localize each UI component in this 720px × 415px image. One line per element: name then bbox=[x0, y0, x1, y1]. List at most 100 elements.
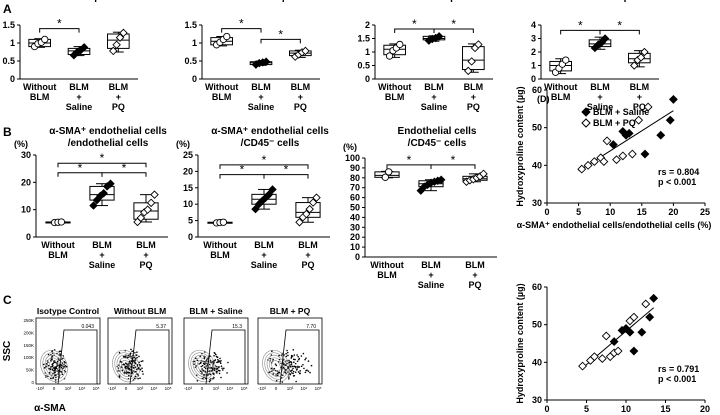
flow-event bbox=[136, 351, 138, 353]
data-point bbox=[599, 157, 609, 167]
flow-event bbox=[292, 349, 295, 351]
flow-x-tick-label: 0 bbox=[125, 386, 128, 391]
flow-event bbox=[129, 352, 132, 355]
flow-event bbox=[287, 371, 289, 373]
flow-event bbox=[134, 375, 137, 378]
flow-event bbox=[300, 365, 303, 368]
y-tick-label: 0 bbox=[192, 74, 197, 84]
flow-contour bbox=[121, 360, 131, 372]
flow-event bbox=[219, 361, 221, 363]
flow-event bbox=[128, 360, 131, 363]
chart-title: Fibronectin/ β-actin bbox=[564, 0, 657, 3]
flow-event bbox=[300, 355, 303, 357]
flow-x-tick-label: 10⁵ bbox=[93, 386, 100, 391]
flow-event bbox=[51, 368, 54, 371]
data-point bbox=[106, 179, 115, 188]
flow-event bbox=[285, 352, 287, 355]
flow-x-tick-label: 10⁴ bbox=[227, 386, 234, 391]
flow-event bbox=[142, 373, 144, 375]
flow-event bbox=[201, 364, 204, 367]
x-tick-label: + bbox=[99, 250, 104, 260]
flow-event bbox=[218, 372, 221, 375]
flow-event bbox=[196, 359, 199, 362]
flow-event bbox=[135, 354, 138, 356]
flow-contour bbox=[271, 360, 281, 372]
flow-event bbox=[218, 366, 220, 369]
flow-event bbox=[131, 350, 133, 353]
flow-event bbox=[214, 359, 216, 362]
x-tick-label: + bbox=[143, 250, 148, 260]
flow-x-tick-label: 0 bbox=[53, 386, 56, 391]
x-tick-label: + bbox=[597, 92, 602, 102]
flow-event bbox=[50, 358, 53, 361]
flow-event bbox=[276, 374, 279, 377]
y-tick-label: 100 bbox=[345, 153, 360, 163]
x-tick-label: BLM bbox=[291, 82, 311, 92]
flow-event bbox=[124, 355, 127, 358]
x-tick-label: Saline bbox=[251, 260, 278, 270]
flow-gate-value: 0.043 bbox=[81, 324, 94, 330]
flow-event bbox=[295, 380, 297, 383]
flow-event bbox=[209, 373, 212, 376]
significance-star: * bbox=[412, 17, 417, 31]
box-chart-A4: Fibronectin/ β-actin01234WithoutBLMBLM+S… bbox=[531, 0, 659, 112]
flow-event bbox=[121, 369, 124, 372]
data-point bbox=[150, 190, 159, 199]
box-chart-A3: COL1A1/ β-actin00.511.52WithoutBLMBLM+Sa… bbox=[357, 0, 493, 112]
flow-event bbox=[299, 370, 302, 372]
x-tick-label: Saline bbox=[418, 280, 445, 290]
y-tick-label: 0.5 bbox=[184, 56, 197, 66]
y-tick-label: 0 bbox=[10, 74, 15, 84]
x-tick-label: BLM bbox=[551, 92, 571, 102]
y-tick-label: 0 bbox=[26, 232, 31, 242]
flow-event bbox=[141, 360, 144, 362]
x-tick-label: BLM bbox=[421, 260, 441, 270]
flow-y-tick-label: 150K bbox=[23, 343, 34, 348]
x-tick-label: Saline bbox=[248, 102, 275, 112]
flow-event bbox=[284, 371, 287, 374]
flow-event bbox=[132, 370, 134, 372]
flow-event bbox=[134, 361, 136, 364]
data-point bbox=[602, 136, 612, 146]
data-point bbox=[79, 43, 89, 52]
flow-contour bbox=[264, 352, 288, 380]
x-tick-label: BLM bbox=[377, 270, 397, 280]
flow-x-tick-label: 10⁵ bbox=[241, 386, 248, 391]
flow-event bbox=[133, 377, 136, 380]
significance-bracket bbox=[263, 174, 309, 179]
x-tick-label: PQ bbox=[301, 260, 314, 270]
flow-event bbox=[51, 363, 54, 366]
flow-contour bbox=[190, 352, 214, 380]
data-point bbox=[302, 209, 311, 219]
flow-contour bbox=[197, 360, 207, 372]
data-point bbox=[641, 299, 651, 309]
data-point bbox=[656, 130, 666, 140]
flow-event bbox=[271, 350, 273, 352]
x-tick-label: Saline bbox=[89, 260, 116, 270]
flow-event bbox=[117, 370, 119, 372]
x-tick-label: 0 bbox=[544, 404, 549, 414]
x-tick-label: BLM bbox=[254, 240, 274, 250]
box bbox=[628, 52, 651, 64]
y-tick-label: 0 bbox=[365, 74, 370, 84]
y-axis-label: Hydroxyproline content (µg) bbox=[515, 283, 525, 403]
flow-event bbox=[208, 370, 211, 372]
flow-event bbox=[220, 359, 222, 362]
x-tick-label: 5 bbox=[576, 207, 581, 217]
data-point bbox=[41, 35, 49, 44]
flow-contour bbox=[112, 349, 140, 383]
significance-star: * bbox=[451, 17, 456, 31]
flow-event bbox=[298, 366, 301, 368]
chart-title: /endothelial cells bbox=[68, 138, 149, 149]
significance-bracket bbox=[221, 28, 262, 33]
data-point bbox=[295, 218, 304, 227]
flow-plot-title: BLM + Saline bbox=[189, 306, 242, 316]
data-point bbox=[608, 140, 618, 150]
data-point bbox=[143, 205, 152, 214]
flow-event bbox=[128, 365, 130, 367]
flow-event bbox=[208, 380, 211, 383]
flow-event bbox=[286, 351, 289, 354]
flow-event bbox=[134, 370, 137, 373]
flow-event bbox=[297, 356, 300, 358]
x-tick-label: + bbox=[471, 92, 476, 102]
